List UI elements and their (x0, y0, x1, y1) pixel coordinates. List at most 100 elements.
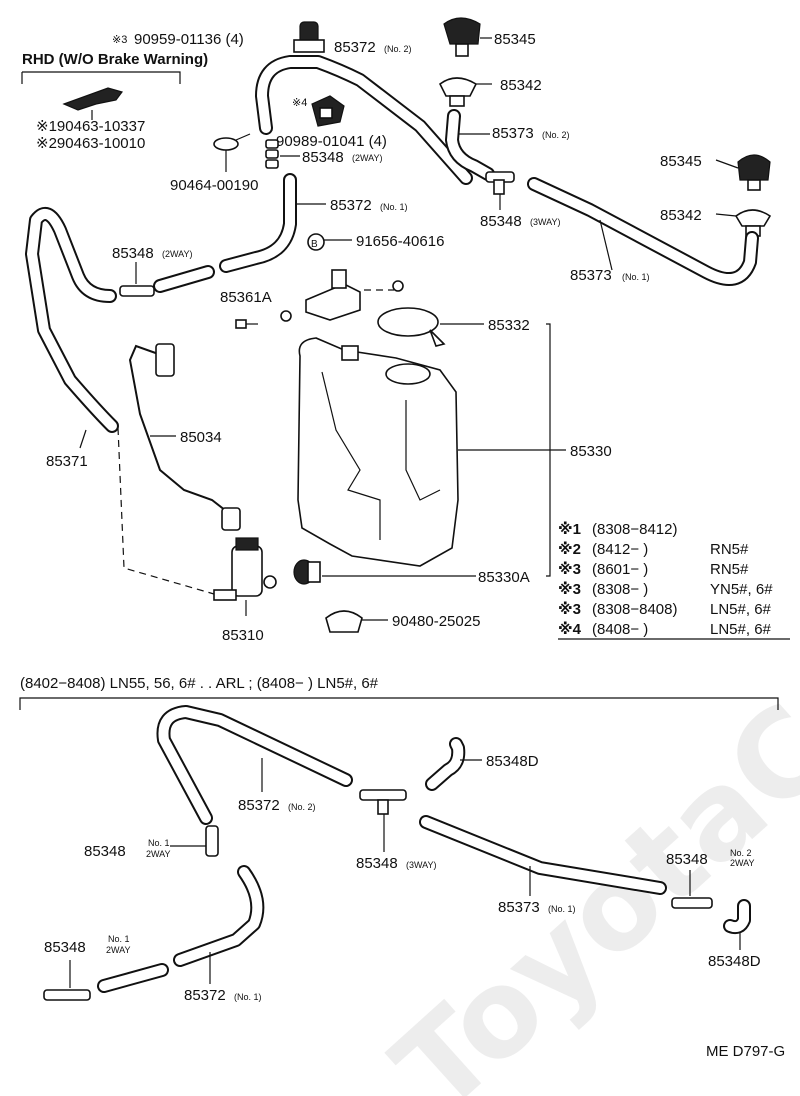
connector-3way-lower-icon (359, 789, 407, 815)
bolt-91656-icon: B (307, 233, 325, 251)
label-85348-3way-lower: 85348 (356, 855, 398, 872)
label-85372-no1-sub: (No. 1) (380, 202, 408, 212)
grommet-small-icon (392, 280, 404, 292)
connector-3way-icon (485, 171, 515, 195)
rhd-note: RHD (W/O Brake Warning) (22, 51, 208, 68)
grommet-85330a-icon (293, 559, 321, 585)
label-90464: 90464-00190 (170, 177, 258, 194)
mark-90959: ※3 (112, 34, 127, 46)
note-range: (8308− ) (592, 581, 648, 598)
label-85372-no2-lower-sub: (No. 2) (288, 802, 316, 812)
clip-bracket-icon (62, 87, 124, 111)
label-85348-2way-a-sub: (2WAY) (352, 153, 383, 163)
nozzle-85345-icon (443, 17, 481, 57)
lower-section-bracket (19, 697, 779, 710)
label-85348-no1-a-sub1: No. 1 (148, 838, 170, 848)
label-85348-no1-b-sub2: 2WAY (106, 945, 131, 955)
label-85373-no1-lower: 85373 (498, 899, 540, 916)
label-85373-no2-sub: (No. 2) (542, 130, 570, 140)
note-models: YN5#, 6# (710, 581, 773, 598)
notes-block: ※1(8308−8412)※2(8412− )RN5#※3(8601− )RN5… (558, 520, 790, 640)
cap-90480-icon (325, 610, 363, 633)
note-models: RN5# (710, 561, 749, 578)
label-85348-no1-b: 85348 (44, 939, 86, 956)
label-85345-b: 85345 (660, 153, 702, 170)
label-85348-no2: 85348 (666, 851, 708, 868)
note-range: (8412− ) (592, 541, 648, 558)
note-range: (8601− ) (592, 561, 648, 578)
label-90959: 90959-01136 (4) (134, 31, 244, 48)
note-mark: ※3 (558, 600, 581, 618)
label-190463: ※190463-10337 (36, 118, 145, 135)
label-85373-no1-sub: (No. 1) (622, 272, 650, 282)
wire-85034 (128, 344, 231, 515)
label-85330: 85330 (570, 443, 612, 460)
label-85342-a: 85342 (500, 77, 542, 94)
footer-code: ME D797-G (706, 1043, 785, 1060)
connector-2way-left-icon (119, 285, 155, 297)
svg-text:B: B (311, 239, 318, 250)
connector-2way-no1-a-icon (205, 825, 219, 857)
dash-85371-to-pump (117, 427, 215, 595)
label-85348-no1-a-sub2: 2WAY (146, 849, 171, 859)
note-range: (8308−8408) (592, 601, 678, 618)
connector-2way-upper-icon (265, 139, 279, 169)
connector-2way-no2-icon (671, 897, 713, 909)
label-85373-no2: 85373 (492, 125, 534, 142)
label-85348-3way-lower-sub: (3WAY) (406, 860, 437, 870)
clip-90959-icon (293, 21, 325, 53)
label-85034: 85034 (180, 429, 222, 446)
label-85348-2way-a: 85348 (302, 149, 344, 166)
label-85372-no1: 85372 (330, 197, 372, 214)
nut-icon (280, 310, 292, 322)
note-mark: ※3 (558, 580, 581, 598)
label-85372-no1-lower: 85372 (184, 987, 226, 1004)
connector-2way-no1-b-icon (43, 989, 91, 1001)
mark-90989: ※4 (292, 97, 307, 109)
label-85348-no1-a: 85348 (84, 843, 126, 860)
note-range: (8408− ) (592, 621, 648, 638)
label-85372-no1-lower-sub: (No. 1) (234, 992, 262, 1002)
leader-85371 (79, 429, 87, 449)
cap-85332-icon (377, 307, 446, 347)
label-85348-no2-sub2: 2WAY (730, 858, 755, 868)
connector-85034-icon (155, 343, 241, 531)
label-85345-a: 85345 (494, 31, 536, 48)
label-85372-no2-sub: (No. 2) (384, 44, 412, 54)
label-85310: 85310 (222, 627, 264, 644)
label-90989: 90989-01041 (4) (276, 133, 387, 150)
label-85348d-a: 85348D (486, 753, 539, 770)
clip-90989-icon (311, 95, 345, 127)
note-models: LN5#, 6# (710, 601, 772, 618)
leader-85373-no1 (599, 219, 613, 271)
label-85348-3way: 85348 (480, 213, 522, 230)
leader-85342-b (715, 213, 737, 217)
label-85372-no2: 85372 (334, 39, 376, 56)
label-90480: 90480-25025 (392, 613, 480, 630)
note-mark: ※3 (558, 560, 581, 578)
grommet-85342-icon (438, 77, 478, 107)
washer-pump-85310-icon (213, 537, 277, 601)
label-85372-no2-lower: 85372 (238, 797, 280, 814)
label-85330a: 85330A (478, 569, 530, 586)
label-85361a: 85361A (220, 289, 272, 306)
label-85348-2way-b-sub: (2WAY) (162, 249, 193, 259)
clip-90464-icon (213, 133, 251, 151)
label-85348-no2-sub1: No. 2 (730, 848, 752, 858)
label-290463: ※290463-10010 (36, 135, 145, 152)
leader-85345-b (715, 159, 739, 169)
lower-section-title: (8402−8408) LN55, 56, 6# . . ARL ; (8408… (20, 675, 379, 692)
label-85332: 85332 (488, 317, 530, 334)
label-85371: 85371 (46, 453, 88, 470)
note-models: LN5#, 6# (710, 621, 772, 638)
note-mark: ※4 (558, 620, 582, 638)
nozzle-85345-right-icon (737, 154, 771, 191)
label-85373-no1-lower-sub: (No. 1) (548, 904, 576, 914)
reservoir-tank-85330-icon (297, 337, 459, 567)
note-mark: ※1 (558, 520, 581, 538)
rhd-bracket (21, 71, 181, 84)
note-mark: ※2 (558, 540, 581, 558)
label-85373-no1: 85373 (570, 267, 612, 284)
label-85348-no1-b-sub1: No. 1 (108, 934, 130, 944)
